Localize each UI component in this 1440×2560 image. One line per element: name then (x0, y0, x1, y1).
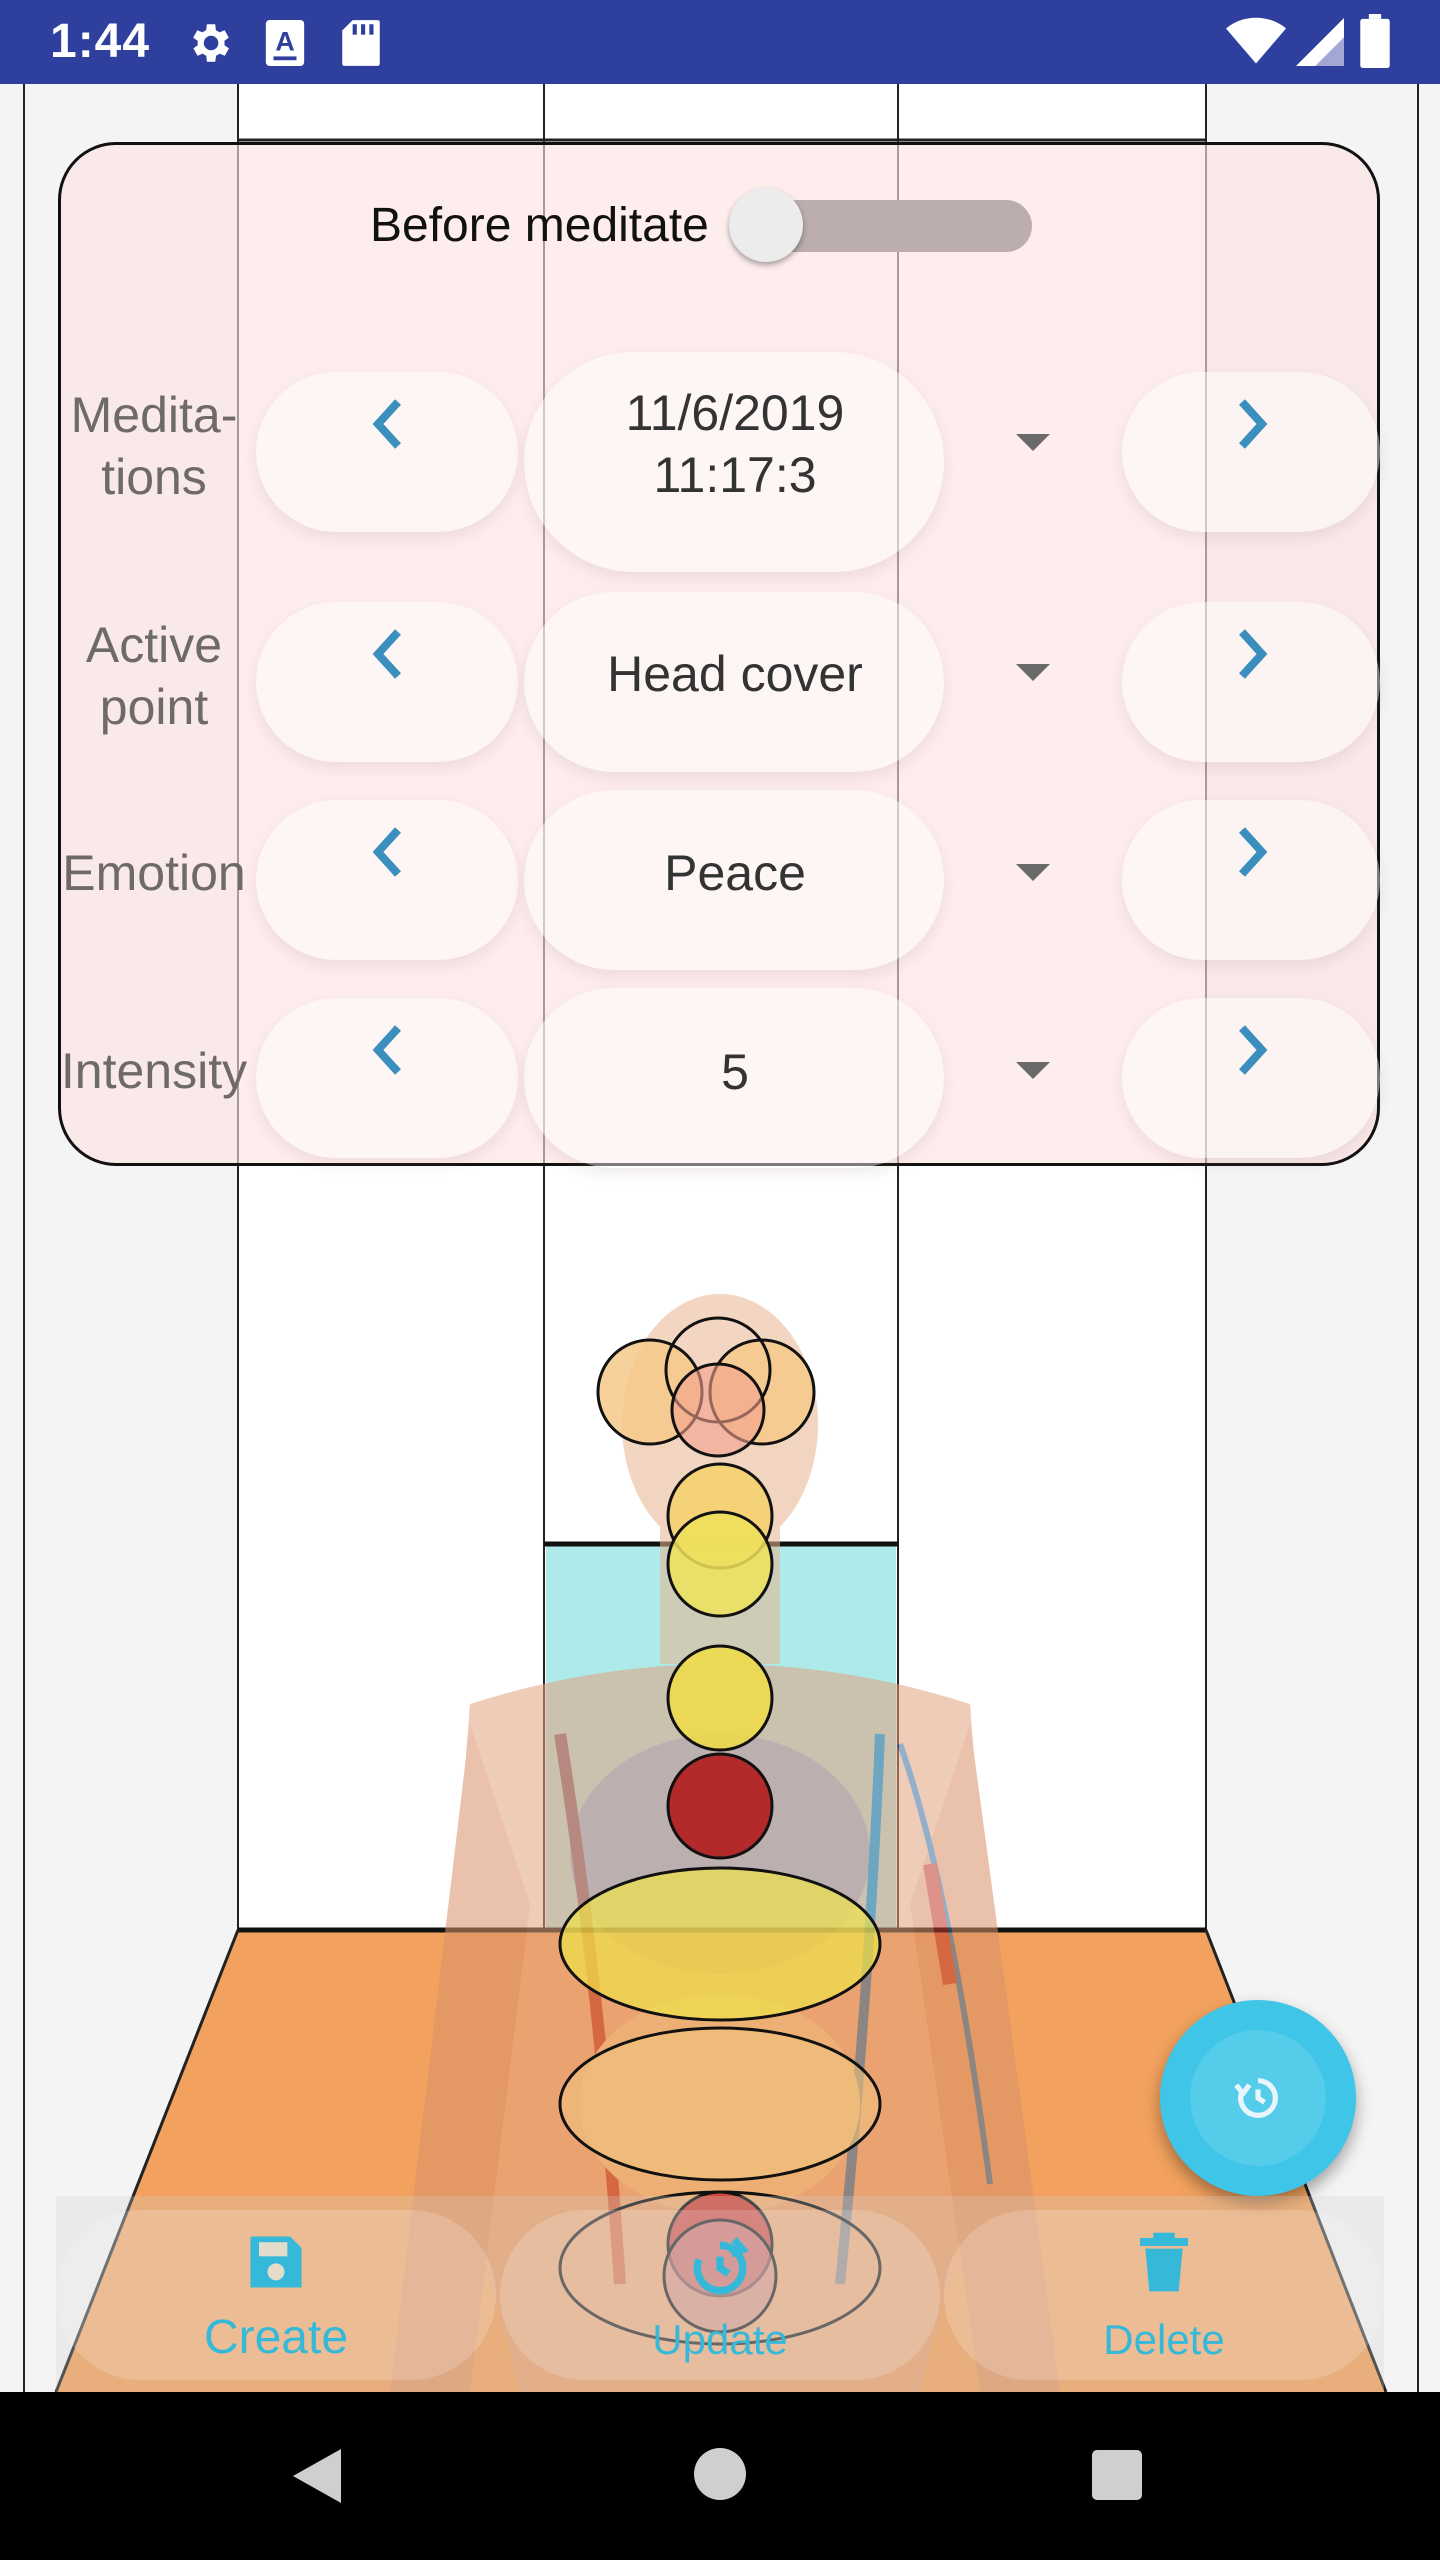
meditations-dropdown-caret-icon[interactable] (1016, 434, 1050, 451)
meditations-prev-pill[interactable] (256, 372, 518, 532)
intensity-prev-pill[interactable] (256, 998, 518, 1158)
meditations-value[interactable]: 11/6/2019 11:17:3 (625, 385, 845, 503)
meditation-scene (0, 84, 1440, 2392)
active-point-next-chevron-icon[interactable] (1232, 624, 1272, 684)
gear-icon (193, 24, 229, 62)
intensity-value[interactable]: 5 (721, 1044, 749, 1100)
intensity-prev-chevron-icon[interactable] (368, 1020, 408, 1080)
back-icon[interactable] (290, 2446, 344, 2506)
svg-text:A: A (275, 27, 294, 57)
meditations-label: Medita- tions (70, 387, 238, 505)
meditations-prev-chevron-icon[interactable] (368, 394, 408, 454)
emotion-next-chevron-icon[interactable] (1232, 822, 1272, 882)
active-point-value-pill[interactable] (524, 592, 944, 772)
active-point-label: Active point (85, 617, 223, 735)
emotion-dropdown-caret-icon[interactable] (1016, 864, 1050, 881)
delete-label[interactable]: Delete (1103, 2316, 1225, 2363)
meditation-panel (58, 142, 1380, 1166)
home-icon[interactable] (694, 2448, 746, 2500)
emotion-value[interactable]: Peace (664, 845, 806, 901)
active-point-value[interactable]: Head cover (607, 646, 863, 702)
wifi-icon (1226, 17, 1286, 64)
intensity-dropdown-caret-icon[interactable] (1016, 1062, 1050, 1079)
active-point-next-pill[interactable] (1122, 602, 1380, 762)
recents-icon[interactable] (1092, 2450, 1142, 2500)
battery-icon (1360, 14, 1390, 68)
create-label[interactable]: Create (203, 2311, 349, 2364)
active-point-prev-chevron-icon[interactable] (368, 624, 408, 684)
meditations-next-pill[interactable] (1122, 372, 1380, 532)
sd-card-icon (342, 20, 380, 66)
trash-icon[interactable] (1134, 2230, 1194, 2294)
before-meditate-toggle-thumb[interactable] (729, 188, 803, 262)
meditations-value-pill[interactable] (524, 352, 944, 572)
intensity-value-pill[interactable] (524, 988, 944, 1168)
save-icon[interactable] (242, 2228, 310, 2296)
update-icon[interactable] (686, 2234, 754, 2302)
emotion-label: Emotion (62, 845, 246, 901)
signal-icon (1296, 18, 1344, 66)
intensity-label: Intensity (60, 1043, 248, 1099)
emotion-prev-chevron-icon[interactable] (368, 822, 408, 882)
emotion-next-pill[interactable] (1122, 800, 1380, 960)
active-point-dropdown-caret-icon[interactable] (1016, 664, 1050, 681)
active-point-prev-pill[interactable] (256, 602, 518, 762)
update-button[interactable] (500, 2210, 940, 2380)
emotion-prev-pill[interactable] (256, 800, 518, 960)
system-navigation-bar (0, 2392, 1440, 2560)
before-meditate-label: Before meditate (370, 199, 709, 252)
intensity-next-pill[interactable] (1122, 998, 1380, 1158)
status-time: 1:44 (50, 15, 151, 68)
meditations-next-chevron-icon[interactable] (1232, 394, 1272, 454)
emotion-value-pill[interactable] (524, 790, 944, 970)
intensity-next-chevron-icon[interactable] (1232, 1020, 1272, 1080)
status-bar: 1:44 A (0, 0, 1440, 84)
history-fab[interactable] (1160, 2000, 1356, 2196)
update-label[interactable]: Update (652, 2316, 788, 2363)
a-icon: A (265, 20, 305, 66)
history-icon (1234, 2078, 1278, 2118)
